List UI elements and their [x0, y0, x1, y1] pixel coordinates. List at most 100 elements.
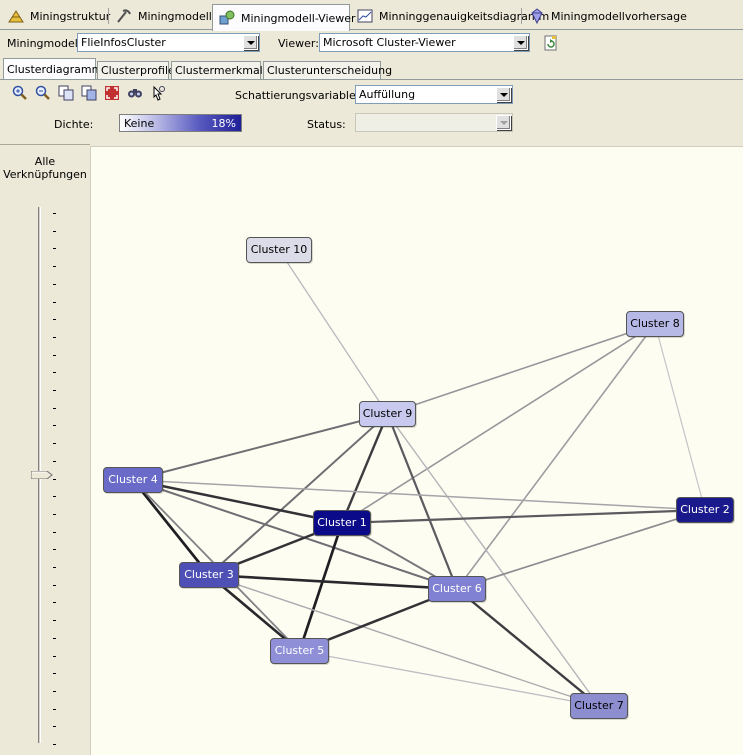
link-c10-c9: [278, 249, 389, 415]
link-c6-c7: [456, 588, 600, 707]
slider-tick: [53, 425, 56, 427]
cluster-node-3[interactable]: Cluster 3: [179, 562, 239, 588]
link-c9-c3: [208, 413, 389, 576]
viewer-label: Viewer:: [278, 37, 319, 50]
model-viewer-icon: [219, 10, 235, 25]
link-c3-c6: [208, 573, 458, 591]
slider-tick: [53, 567, 56, 568]
tab-label: Minninggenauigkeitsdiagramm: [379, 9, 550, 23]
slider-tick: [53, 336, 56, 338]
pan-icon[interactable]: [150, 85, 166, 101]
tab-label: Clustermerkmale: [175, 64, 270, 77]
link-c8-c9: [387, 323, 656, 415]
cluster-node-9[interactable]: Cluster 9: [359, 401, 416, 427]
link-strength-panel: Alle Verknüpfungen: [0, 144, 90, 755]
chevron-down-icon[interactable]: [496, 115, 511, 130]
accuracy-chart-icon: [357, 9, 373, 23]
find-node-icon[interactable]: [127, 85, 143, 101]
link-slider-thumb[interactable]: [31, 471, 53, 479]
cluster-diagram-canvas[interactable]: Cluster 10 Cluster 8 Cluster 9 Cluster 4 Clu…: [90, 146, 743, 755]
status-select[interactable]: [355, 113, 513, 132]
tab-label: Miningstruktur: [30, 9, 111, 23]
tab-mining-models[interactable]: Miningmodelle: [110, 5, 219, 27]
mining-model-label: Miningmodell:: [7, 37, 85, 50]
link-c5-c7: [299, 650, 600, 707]
slider-tick: [53, 496, 56, 498]
slider-tick: [53, 531, 56, 533]
fit-to-window-icon[interactable]: [104, 85, 120, 101]
viewer-value: Microsoft Cluster-Viewer: [323, 36, 456, 49]
cluster-node-10[interactable]: Cluster 10: [246, 237, 312, 263]
refresh-icon[interactable]: [543, 35, 559, 51]
slider-tick: [53, 602, 56, 604]
slider-tick: [53, 620, 56, 622]
tab-separator: [108, 8, 109, 24]
tab-accuracy-chart[interactable]: Minninggenauigkeitsdiagramm: [351, 5, 549, 27]
chevron-down-icon[interactable]: [496, 87, 511, 102]
tab-label: Miningmodellvorhersage: [551, 9, 687, 23]
zoom-out-icon[interactable]: [35, 85, 51, 101]
link-c9-c1: [340, 413, 389, 524]
tab-mining-structure[interactable]: Miningstruktur: [2, 5, 110, 27]
mining-model-select[interactable]: FlieInfosCluster: [77, 33, 260, 52]
link-c1-c5: [298, 522, 344, 652]
cluster-node-2[interactable]: Cluster 2: [676, 497, 734, 523]
slider-tick: [53, 266, 56, 268]
slider-tick: [53, 248, 56, 250]
link-slider-title-line1: Alle: [34, 155, 56, 168]
slider-tick: [53, 478, 56, 480]
slider-tick: [53, 407, 56, 409]
tab-label: Clusterprofile: [101, 64, 175, 77]
copy-entire-graph-icon[interactable]: [81, 85, 97, 101]
tab-label: Clusterunterscheidung: [267, 64, 393, 77]
slider-tick: [53, 513, 56, 515]
link-c1-c2: [341, 508, 706, 525]
slider-tick: [53, 726, 56, 728]
slider-tick: [53, 708, 56, 710]
slider-tick: [53, 301, 56, 303]
cluster-node-8[interactable]: Cluster 8: [626, 311, 684, 337]
mining-models-icon: [117, 9, 131, 23]
cluster-node-4[interactable]: Cluster 4: [103, 467, 163, 493]
link-c4-c1: [132, 478, 343, 525]
mining-structure-icon: [8, 10, 24, 23]
link-c9-c7: [386, 413, 600, 707]
density-min-label: Keine: [124, 117, 155, 130]
cluster-node-1[interactable]: Cluster 1: [313, 510, 371, 536]
shading-variable-select[interactable]: Auffüllung: [355, 85, 513, 104]
slider-tick: [53, 354, 56, 356]
link-c9-c4: [132, 413, 388, 481]
tab-label: Miningmodelle: [138, 9, 219, 23]
slider-tick: [53, 584, 56, 586]
copy-graph-view-icon[interactable]: [58, 85, 74, 101]
slider-tick: [53, 230, 56, 232]
tab-cluster-diagram[interactable]: Clusterdiagramm: [3, 58, 102, 80]
slider-tick: [53, 549, 56, 551]
tab-cluster-profiles[interactable]: Clusterprofile: [97, 61, 175, 79]
chevron-down-icon[interactable]: [243, 35, 258, 50]
designer-tab-strip: Miningstruktur Miningmodelle Miningmodel…: [0, 0, 743, 31]
cluster-node-7[interactable]: Cluster 7: [570, 693, 628, 719]
chevron-down-icon[interactable]: [513, 35, 528, 50]
tab-mining-model-viewer[interactable]: Miningmodell-Viewer: [212, 4, 356, 31]
link-c8-c1: [341, 323, 656, 524]
tab-divider: [0, 79, 743, 80]
tab-cluster-characteristics[interactable]: Clustermerkmale: [171, 61, 270, 79]
tab-label: Miningmodell-Viewer: [241, 11, 356, 25]
viewer-select[interactable]: Microsoft Cluster-Viewer: [319, 33, 530, 52]
slider-tick: [53, 283, 56, 285]
tab-separator: [521, 8, 522, 24]
slider-tick: [53, 372, 56, 374]
slider-tick: [53, 319, 56, 321]
zoom-in-icon[interactable]: [12, 85, 28, 101]
link-c3-c7: [208, 574, 600, 707]
slider-tick: [53, 390, 56, 391]
cluster-node-5[interactable]: Cluster 5: [270, 638, 329, 664]
status-label: Status:: [307, 118, 346, 131]
slider-tick: [53, 673, 56, 675]
tab-cluster-discrimination[interactable]: Clusterunterscheidung: [263, 61, 392, 79]
cluster-node-6[interactable]: Cluster 6: [428, 576, 486, 602]
link-slider-title: Alle Verknüpfungen: [0, 155, 90, 181]
tab-model-prediction[interactable]: Miningmodellvorhersage: [523, 5, 687, 27]
link-c8-c6: [456, 323, 656, 590]
